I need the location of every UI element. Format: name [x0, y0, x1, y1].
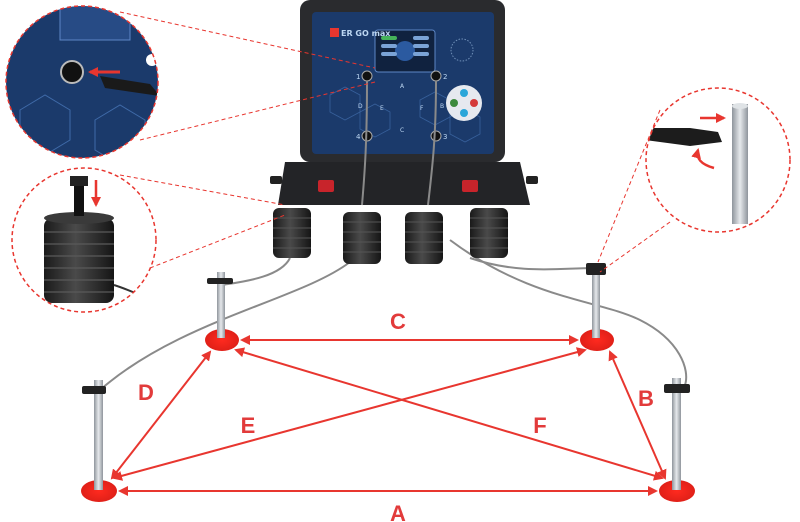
distance-labels: C A D B E F: [138, 309, 654, 522]
label-b: B: [638, 386, 654, 411]
coil-1: [273, 208, 311, 258]
coil-4: [470, 208, 508, 258]
coil-3: [405, 212, 443, 264]
case-base: [278, 162, 530, 205]
stake-top-left: [217, 272, 225, 338]
stakes: [82, 263, 690, 490]
panel-letter-a: A: [400, 83, 405, 90]
panel-letter-b: B: [440, 103, 444, 110]
coil-reels: [273, 208, 508, 264]
brand-label: ER GO max: [341, 29, 391, 38]
label-e: E: [241, 413, 256, 438]
arrow-b: [608, 350, 667, 480]
panel-letter-e: E: [380, 105, 384, 112]
ground-spots: [81, 329, 695, 502]
callout-guides: [119, 11, 671, 273]
stake-bottom-left: [94, 380, 103, 490]
label-c: C: [390, 309, 406, 334]
zoom-clamp-icon: [645, 87, 791, 233]
device-case: ER GO max 1 2 3 4 A B C D E F: [270, 0, 538, 206]
terminal-3: 3: [443, 133, 447, 141]
spot-top-right: [580, 329, 614, 351]
label-f: F: [533, 413, 546, 438]
coil-2: [343, 212, 381, 264]
arrow-f: [234, 347, 664, 481]
panel-letter-d: D: [358, 103, 363, 110]
zoom-coil-icon: [11, 167, 157, 313]
spot-bottom-left: [81, 480, 117, 502]
label-d: D: [138, 380, 154, 405]
terminal-1: 1: [356, 73, 360, 81]
terminal-2: 2: [443, 73, 447, 81]
stake-top-right: [592, 270, 600, 338]
arrow-d: [110, 350, 212, 480]
ground-cables: [99, 239, 688, 391]
label-a: A: [390, 501, 406, 522]
terminal-4: 4: [356, 133, 361, 141]
case-panel: [312, 12, 494, 154]
panel-letter-c: C: [400, 127, 404, 134]
panel-letter-f: F: [420, 105, 424, 112]
distance-arrows: [110, 335, 667, 496]
spot-top-left: [205, 329, 239, 351]
zoom-terminal-icon: [5, 5, 159, 159]
arrow-e: [112, 347, 587, 481]
spot-bottom-right: [659, 480, 695, 502]
stake-bottom-right: [672, 378, 681, 490]
